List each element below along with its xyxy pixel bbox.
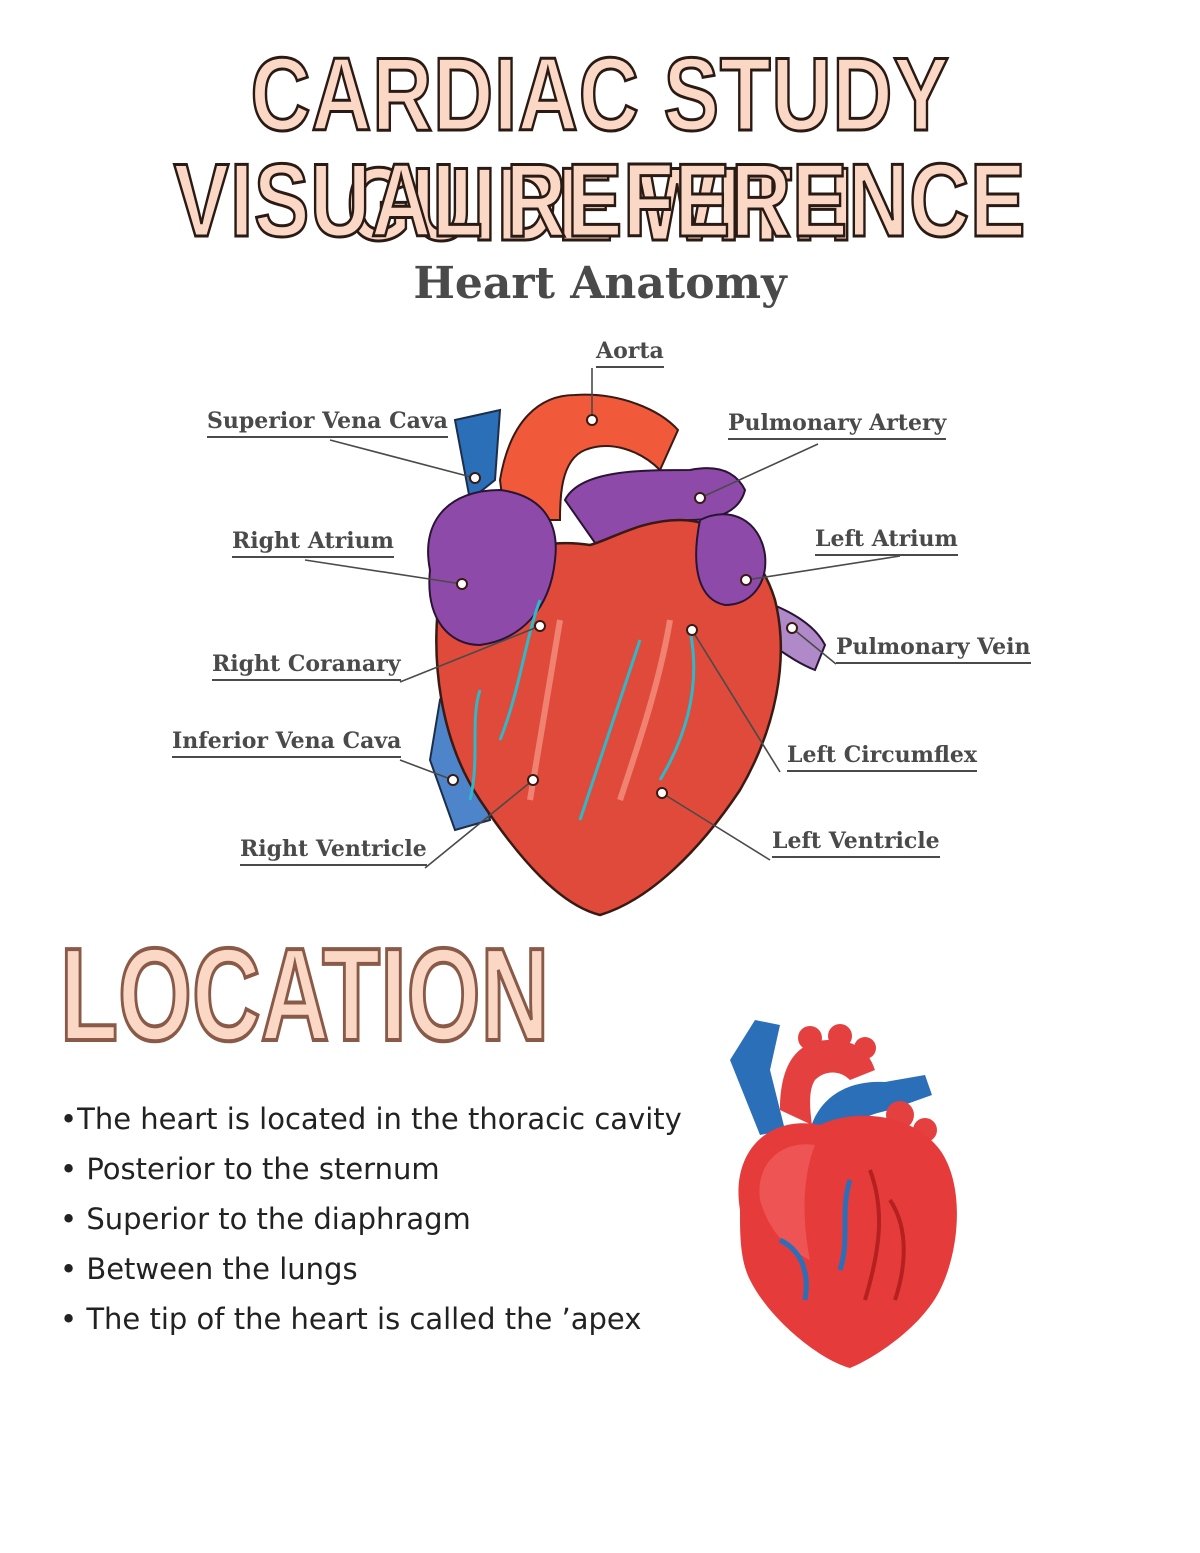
label-superior-vena-cava: Superior Vena Cava xyxy=(207,408,448,438)
cartoon-heart-illustration xyxy=(730,1020,957,1368)
diagram-title: Heart Anatomy xyxy=(413,258,787,309)
list-item: • Between the lungs xyxy=(60,1252,358,1286)
label-right-coranary: Right Coranary xyxy=(212,651,401,681)
list-item: • Superior to the diaphragm xyxy=(60,1202,471,1236)
heart-anatomy-illustration xyxy=(304,368,901,917)
label-left-ventricle: Left Ventricle xyxy=(772,828,940,858)
label-pulmonary-artery: Pulmonary Artery xyxy=(728,410,947,440)
page-title-line-2: VISUAL REFERENCE xyxy=(172,143,1027,259)
list-item: • The tip of the heart is called the ’ap… xyxy=(60,1302,642,1336)
page-title-line-1: CARDIAC STUDY GUIDE WITH xyxy=(249,37,950,263)
location-bullet-list: •The heart is located in the thoracic ca… xyxy=(60,1094,682,1344)
label-aorta: Aorta xyxy=(596,338,664,368)
label-right-atrium: Right Atrium xyxy=(232,528,394,558)
list-item: • Posterior to the sternum xyxy=(60,1152,440,1186)
label-left-circumflex: Left Circumflex xyxy=(787,742,977,772)
label-right-ventricle: Right Ventricle xyxy=(240,836,427,866)
label-pulmonary-vein: Pulmonary Vein xyxy=(836,634,1031,664)
list-item: •The heart is located in the thoracic ca… xyxy=(60,1102,682,1136)
label-inferior-vena-cava: Inferior Vena Cava xyxy=(172,728,402,758)
label-left-atrium: Left Atrium xyxy=(815,526,958,556)
location-heading: LOCATION xyxy=(59,921,551,1068)
